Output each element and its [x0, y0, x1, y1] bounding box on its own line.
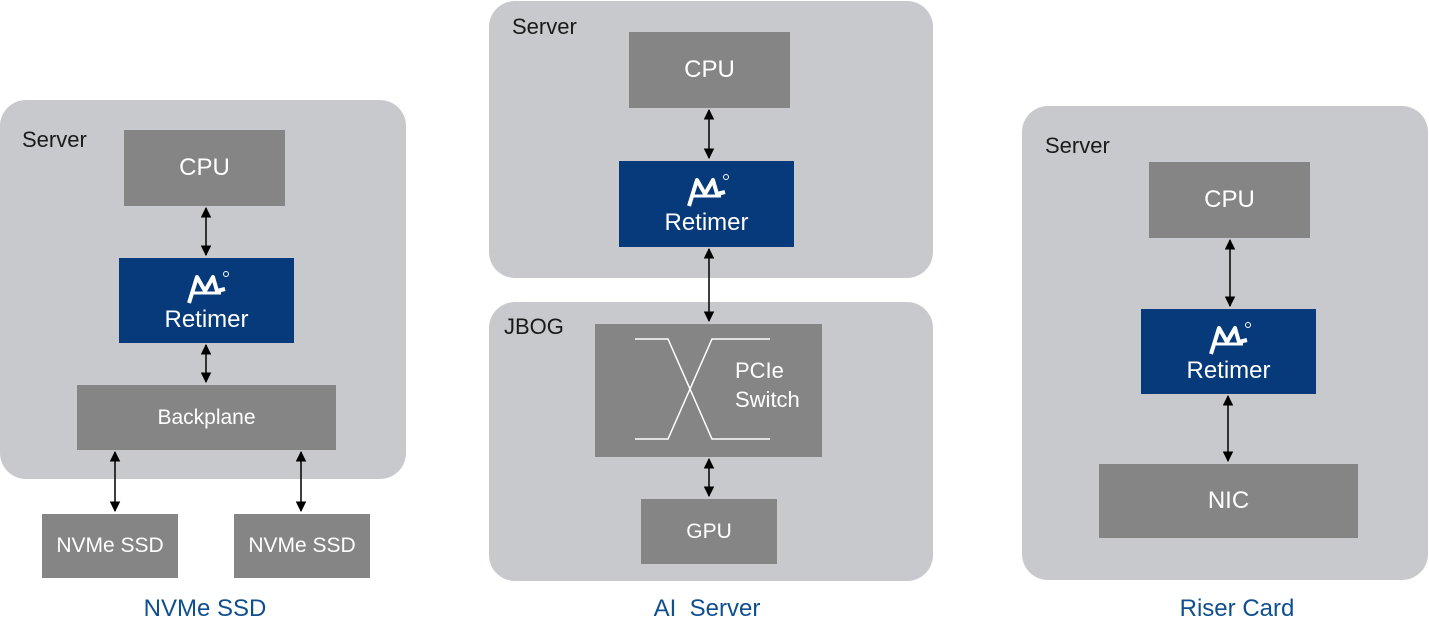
riser-retimer-box: Retimer — [1141, 309, 1316, 394]
ai-server-label: Server — [512, 14, 577, 39]
nvme-server-label: Server — [22, 127, 87, 152]
ai-gpu-box: GPU — [641, 499, 777, 564]
ai-retimer-box: Retimer — [619, 161, 794, 247]
retimer-logo-icon — [686, 174, 729, 207]
riser-retimer-label: Retimer — [1186, 356, 1271, 384]
pcie-switch-label: PCIe Switch — [735, 356, 800, 414]
pcie-switch-line1: PCIe — [735, 358, 784, 383]
retimer-logo-icon — [186, 270, 229, 304]
riser-nic-box: NIC — [1099, 464, 1358, 538]
nvme-caption: NVMe SSD — [143, 595, 267, 622]
nvme-cpu-box: CPU — [124, 130, 285, 206]
ai-retimer-label: Retimer — [664, 209, 749, 236]
retimer-logo-icon — [1208, 321, 1251, 355]
nvme-retimer-box: Retimer — [119, 258, 294, 343]
riser-server-label: Server — [1045, 133, 1110, 158]
pcie-switch-line2: Switch — [735, 387, 800, 412]
nvme-ssd-right-box: NVMe SSD — [234, 514, 370, 578]
ai-cpu-box: CPU — [629, 32, 790, 108]
nvme-retimer-label: Retimer — [164, 305, 249, 333]
jbog-label: JBOG — [504, 314, 564, 339]
riser-cpu-box: CPU — [1149, 162, 1310, 238]
nvme-backplane-box: Backplane — [77, 385, 336, 450]
ai-caption: AI Server — [653, 595, 761, 622]
nvme-ssd-left-box: NVMe SSD — [42, 514, 178, 578]
riser-caption: Riser Card — [1179, 595, 1295, 622]
